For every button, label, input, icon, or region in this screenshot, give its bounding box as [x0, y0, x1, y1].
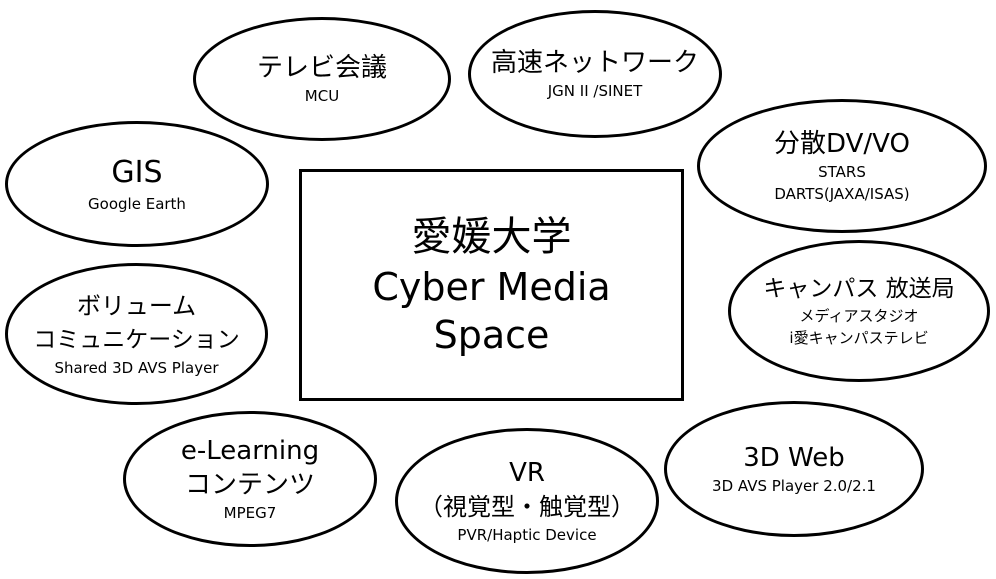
node-distributed-dvvo: 分散DV/VO STARS DARTS(JAXA/ISAS)	[697, 99, 987, 233]
node-high-speed-network: 高速ネットワーク JGN II /SINET	[468, 10, 722, 138]
node-title: 分散DV/VO	[774, 129, 910, 159]
node-title-1: ボリューム	[76, 292, 197, 320]
center-title-university: 愛媛大学	[411, 214, 572, 260]
node-volume-communication: ボリューム コミュニケーション Shared 3D AVS Player	[5, 263, 268, 405]
node-subtitle: JGN II /SINET	[547, 82, 643, 100]
node-subtitle: MCU	[304, 87, 340, 105]
node-title-2: コンテンツ	[184, 470, 315, 500]
node-subtitle-1: STARS	[818, 163, 866, 181]
node-title: 高速ネットワーク	[490, 48, 699, 78]
node-title-2: （視覚型・触覚型）	[419, 493, 635, 521]
center-box: 愛媛大学 Cyber Media Space	[299, 169, 684, 401]
node-subtitle-2: i愛キャンパステレビ	[789, 329, 929, 347]
node-title-1: e-Learning	[180, 436, 320, 466]
node-subtitle: Google Earth	[88, 195, 186, 213]
node-subtitle: PVR/Haptic Device	[457, 526, 597, 544]
node-subtitle: Shared 3D AVS Player	[54, 359, 219, 377]
node-title: 3D Web	[743, 443, 845, 473]
node-tv-conference: テレビ会議 MCU	[193, 17, 451, 141]
node-vr: VR （視覚型・触覚型） PVR/Haptic Device	[395, 428, 659, 574]
node-title: キャンパス 放送局	[763, 276, 955, 302]
node-campus-broadcast: キャンパス 放送局 メディアスタジオ i愛キャンパステレビ	[728, 240, 990, 382]
node-title-2: コミュニケーション	[33, 327, 240, 353]
node-gis: GIS Google Earth	[5, 121, 269, 247]
node-subtitle: MPEG7	[223, 504, 277, 522]
node-subtitle-1: メディアスタジオ	[799, 307, 919, 325]
node-elearning: e-Learning コンテンツ MPEG7	[123, 411, 377, 547]
node-title: GIS	[111, 155, 163, 190]
center-title-line2: Cyber Media	[372, 265, 611, 309]
center-title-line3: Space	[433, 313, 550, 357]
node-title: テレビ会議	[256, 53, 387, 83]
node-subtitle-2: DARTS(JAXA/ISAS)	[774, 185, 910, 203]
node-subtitle: 3D AVS Player 2.0/2.1	[712, 477, 876, 495]
node-title-1: VR	[509, 458, 545, 488]
node-3d-web: 3D Web 3D AVS Player 2.0/2.1	[664, 401, 924, 537]
